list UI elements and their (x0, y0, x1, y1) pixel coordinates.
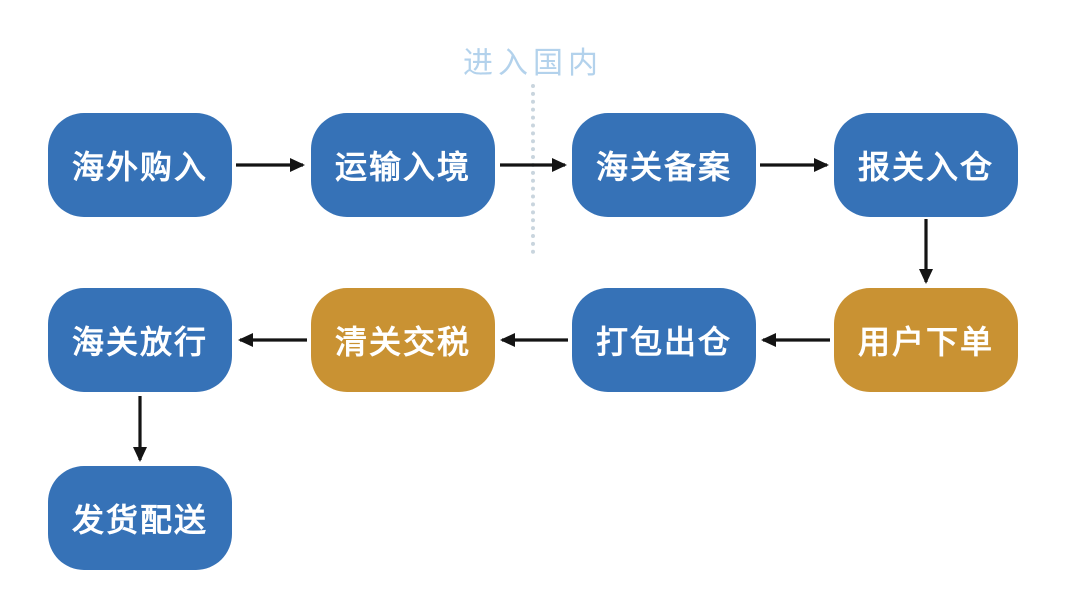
node-customs-release: 海关放行 (48, 288, 232, 392)
node-transport-entry: 运输入境 (311, 113, 495, 217)
node-label: 报关入仓 (857, 149, 994, 185)
node-clearance-pay-tax: 清关交税 (311, 288, 495, 392)
node-ship-and-deliver: 发货配送 (48, 466, 232, 570)
node-overseas-purchase: 海外购入 (48, 113, 232, 217)
node-label: 海关备案 (595, 149, 732, 185)
node-label: 用户下单 (857, 324, 994, 360)
node-label: 打包出仓 (595, 324, 732, 360)
node-user-places-order: 用户下单 (834, 288, 1018, 392)
node-declare-into-warehouse: 报关入仓 (834, 113, 1018, 217)
node-label: 海外购入 (71, 149, 208, 185)
node-label: 海关放行 (71, 324, 208, 360)
node-customs-filing: 海关备案 (572, 113, 756, 217)
node-pack-out-of-warehouse: 打包出仓 (572, 288, 756, 392)
node-label: 发货配送 (71, 502, 208, 538)
divider-dotted-line (531, 84, 535, 254)
node-label: 运输入境 (334, 149, 471, 185)
node-label: 清关交税 (334, 324, 471, 360)
divider-label: 进入国内 (463, 47, 603, 80)
